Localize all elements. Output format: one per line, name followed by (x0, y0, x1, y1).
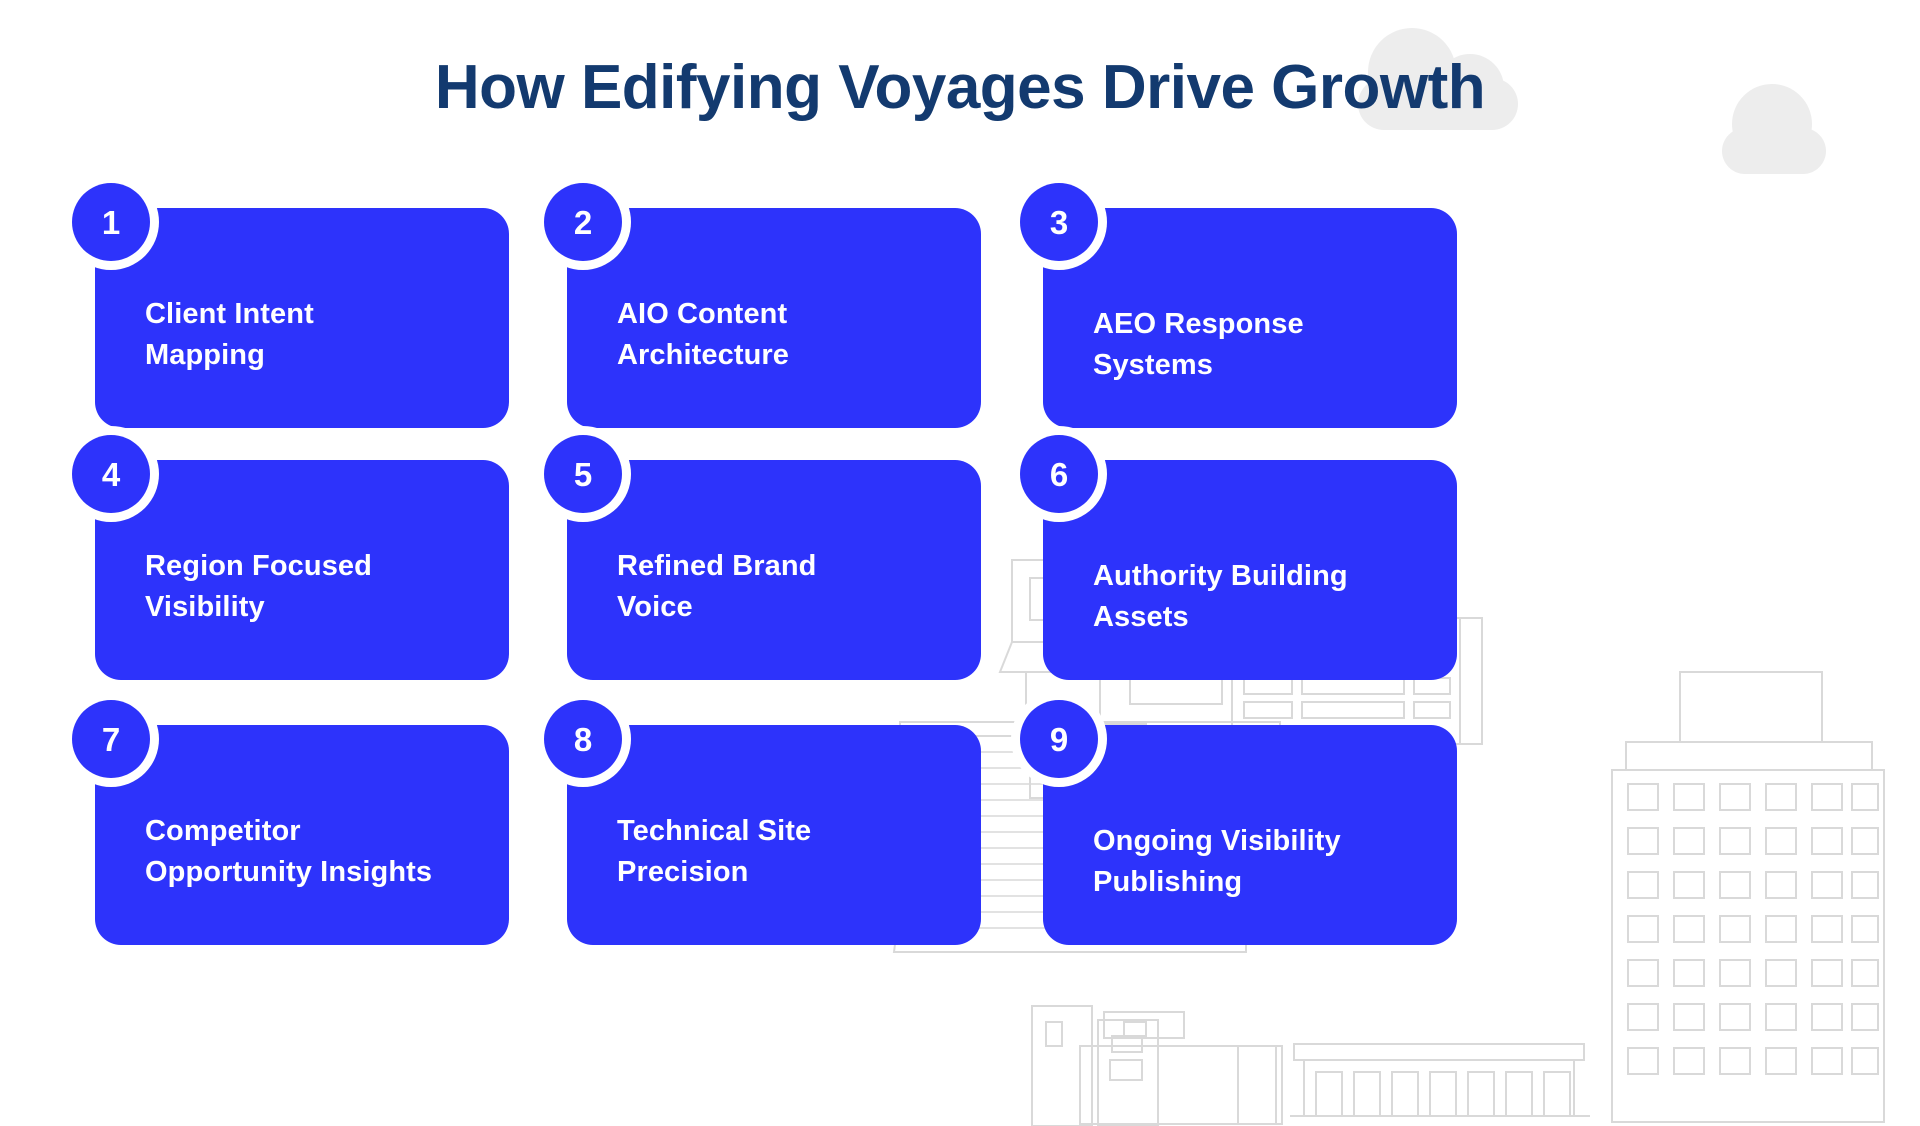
step-number-badge: 3 (1020, 183, 1098, 261)
card-body[interactable]: 8 Technical Site Precision (535, 691, 981, 945)
step-number: 7 (101, 720, 121, 758)
card-body[interactable]: 5 Refined Brand Voice (535, 426, 981, 680)
card-body[interactable]: 7 Competitor Opportunity Insights (63, 691, 509, 945)
step-number: 4 (101, 455, 121, 493)
card-body[interactable]: 9 Ongoing Visibility Publishing (1011, 691, 1457, 945)
card-label: Client Intent Mapping (145, 298, 314, 372)
card-content: Competitor Opportunity Insights (145, 811, 483, 893)
card-content: Authority Building Assets (1093, 556, 1431, 638)
card-label: Competitor Opportunity Insights (145, 815, 433, 889)
step-number-badge: 1 (72, 183, 150, 261)
card-body[interactable]: 6 Authority Building Assets (1011, 426, 1457, 680)
card-label: Region Focused Visibility (145, 550, 372, 624)
page-title: How Edifying Voyages Drive Growth (434, 53, 1486, 122)
card-body[interactable]: 1 Client Intent Mapping (63, 174, 509, 428)
step-number: 8 (573, 720, 593, 758)
step-number: 5 (573, 455, 593, 493)
step-number: 3 (1049, 203, 1069, 241)
step-number-badge: 7 (72, 700, 150, 778)
step-number-badge: 9 (1020, 700, 1098, 778)
card-content: AEO Response Systems (1093, 304, 1431, 386)
card-content: Technical Site Precision (617, 811, 955, 893)
step-number-badge: 8 (544, 700, 622, 778)
card-label: AIO Content Architecture (617, 298, 790, 372)
card-body[interactable]: 4 Region Focused Visibility (63, 426, 509, 680)
step-number-badge: 6 (1020, 435, 1098, 513)
step-number-badge: 4 (72, 435, 150, 513)
step-number-badge: 5 (544, 435, 622, 513)
card-body[interactable]: 2 AIO Content Architecture (535, 174, 981, 428)
card-label: Technical Site Precision (617, 815, 812, 889)
card-label: AEO Response Systems (1093, 308, 1304, 382)
card-label: Authority Building Assets (1093, 560, 1348, 634)
step-number: 9 (1049, 720, 1069, 758)
card-content: Client Intent Mapping (145, 294, 483, 376)
step-number: 2 (573, 203, 593, 241)
card-content: AIO Content Architecture (617, 294, 955, 376)
card-body[interactable]: 3 AEO Response Systems (1011, 174, 1457, 428)
card-content: Refined Brand Voice (617, 546, 955, 628)
card-content: Ongoing Visibility Publishing (1093, 821, 1431, 903)
step-number: 1 (101, 203, 121, 241)
step-number: 6 (1049, 455, 1069, 493)
card-label: Ongoing Visibility Publishing (1093, 825, 1341, 899)
card-label: Refined Brand Voice (617, 550, 817, 624)
step-number-badge: 2 (544, 183, 622, 261)
card-content: Region Focused Visibility (145, 546, 483, 628)
